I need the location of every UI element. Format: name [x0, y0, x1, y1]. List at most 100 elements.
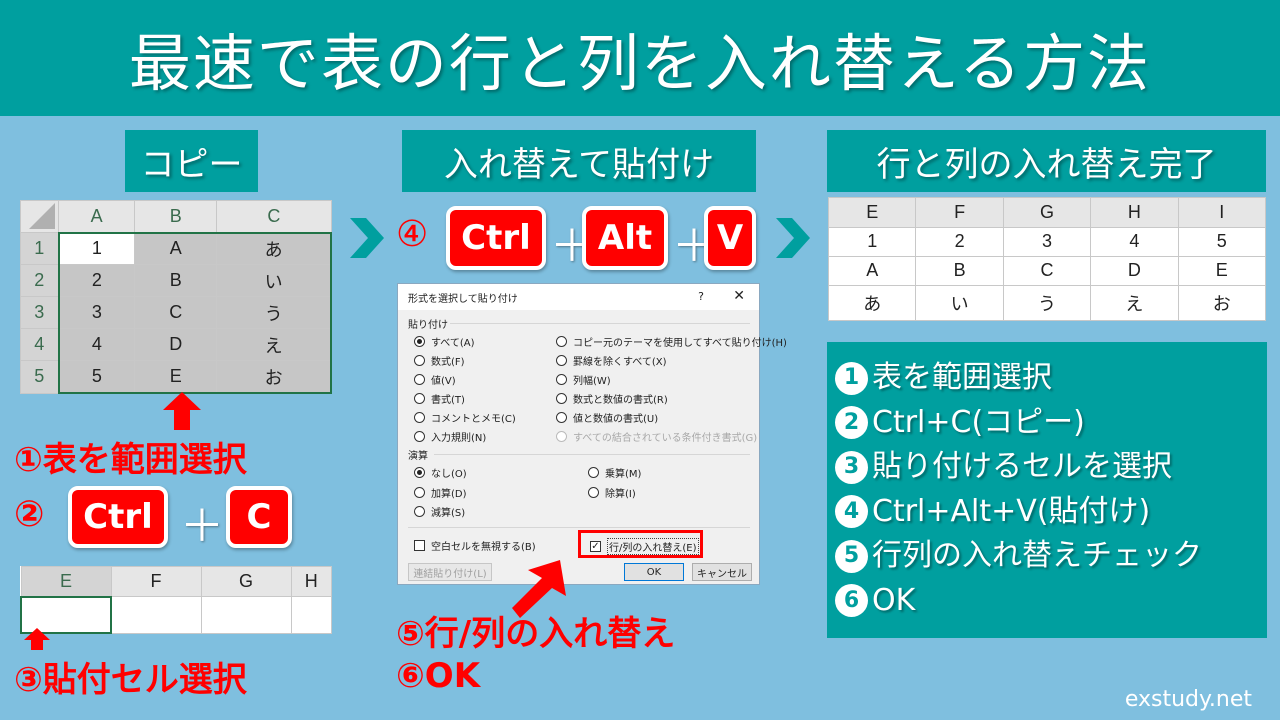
- radio-paste-all[interactable]: すべて(A): [414, 334, 475, 349]
- close-icon[interactable]: ✕: [733, 288, 745, 304]
- column-header[interactable]: B: [134, 200, 218, 233]
- ok-button[interactable]: OK: [624, 563, 684, 581]
- radio-op-multiply[interactable]: 乗算(M): [588, 465, 641, 480]
- cell[interactable]: E: [1177, 255, 1267, 286]
- cell[interactable]: 3: [57, 296, 136, 330]
- radio-paste-values[interactable]: 値(V): [414, 372, 456, 387]
- cell[interactable]: お: [216, 360, 333, 395]
- cell[interactable]: お: [1177, 284, 1267, 322]
- cell[interactable]: え: [216, 328, 333, 362]
- step6-label: ⑥OK: [396, 656, 481, 696]
- cell[interactable]: あ: [827, 284, 917, 322]
- radio-paste-formulas[interactable]: 数式(F): [414, 353, 465, 368]
- cell[interactable]: い: [915, 284, 1004, 322]
- radio-paste-source-theme[interactable]: コピー元のテーマを使用してすべて貼り付け(H): [556, 334, 787, 349]
- radio-paste-formats[interactable]: 書式(T): [414, 391, 465, 406]
- column-header[interactable]: F: [110, 566, 202, 597]
- cell[interactable]: 4: [57, 328, 136, 362]
- column-header[interactable]: G: [1002, 197, 1092, 228]
- plus-sign: ＋: [180, 501, 224, 552]
- column-header[interactable]: E: [827, 197, 917, 228]
- cell[interactable]: 5: [1177, 227, 1267, 257]
- radio-paste-merge-conditional: すべての結合されている条件付き書式(G): [556, 429, 757, 444]
- cell[interactable]: 3: [1002, 227, 1092, 257]
- cell[interactable]: D: [1090, 255, 1179, 286]
- cell[interactable]: C: [1002, 255, 1092, 286]
- cell[interactable]: E: [134, 360, 218, 395]
- step2-number: ②: [14, 494, 45, 535]
- cell[interactable]: [290, 596, 332, 634]
- radio-op-none[interactable]: なし(O): [414, 465, 467, 480]
- radio-paste-except-borders[interactable]: 罫線を除くすべて(X): [556, 353, 667, 368]
- radio-op-subtract[interactable]: 減算(S): [414, 504, 465, 519]
- cell[interactable]: あ: [216, 231, 333, 266]
- key-ctrl: Ctrl: [68, 486, 168, 548]
- cell[interactable]: B: [915, 255, 1004, 286]
- result-table: E F G H I 1 2 3 4 5 A B C D E あ い う え お: [827, 197, 1267, 322]
- cell[interactable]: A: [827, 255, 917, 286]
- section-label-copy: コピー: [125, 130, 258, 192]
- radio-paste-formulas-numbers[interactable]: 数式と数値の書式(R): [556, 391, 668, 406]
- column-header[interactable]: H: [1090, 197, 1179, 228]
- radio-paste-comments[interactable]: コメントとメモ(C): [414, 410, 516, 425]
- radio-paste-values-numbers[interactable]: 値と数値の書式(U): [556, 410, 658, 425]
- column-header[interactable]: F: [915, 197, 1004, 228]
- site-watermark: exstudy.net: [1124, 687, 1252, 712]
- page-title: 最速で表の行と列を入れ替える方法: [128, 27, 1152, 100]
- cell[interactable]: 5: [57, 360, 136, 395]
- cell[interactable]: B: [134, 264, 218, 298]
- cell[interactable]: [200, 596, 292, 634]
- skip-blanks-checkbox[interactable]: 空白セルを無視する(B): [414, 538, 536, 553]
- cell[interactable]: [110, 596, 202, 634]
- cell[interactable]: 1: [57, 231, 136, 266]
- cell[interactable]: 1: [827, 227, 917, 257]
- operation-group-label: 演算: [408, 451, 428, 462]
- cell[interactable]: え: [1090, 284, 1179, 322]
- key-v: V: [704, 206, 756, 270]
- cell[interactable]: う: [216, 296, 333, 330]
- selected-paste-cell[interactable]: [20, 595, 112, 634]
- cell[interactable]: 2: [915, 227, 1004, 257]
- step5-label: ⑤行/列の入れ替え: [396, 614, 676, 654]
- row-header[interactable]: 5: [20, 360, 59, 394]
- column-header[interactable]: A: [57, 200, 136, 233]
- row-header[interactable]: 2: [20, 264, 59, 298]
- column-header[interactable]: H: [290, 566, 332, 597]
- help-icon[interactable]: ?: [698, 290, 704, 303]
- paste-link-button: 連結貼り付け(L): [408, 563, 492, 581]
- column-header[interactable]: E: [20, 566, 112, 597]
- cell[interactable]: A: [134, 231, 218, 266]
- cancel-button[interactable]: キャンセル: [692, 563, 752, 581]
- radio-paste-column-widths[interactable]: 列幅(W): [556, 372, 611, 387]
- cell[interactable]: 4: [1090, 227, 1179, 257]
- step4-number: ④: [396, 214, 429, 255]
- row-header[interactable]: 3: [20, 296, 59, 330]
- radio-paste-validation[interactable]: 入力規則(N): [414, 429, 486, 444]
- column-header[interactable]: C: [216, 200, 332, 233]
- cell[interactable]: C: [134, 296, 218, 330]
- row-header[interactable]: 4: [20, 328, 59, 362]
- column-header[interactable]: G: [200, 566, 292, 597]
- key-ctrl: Ctrl: [446, 206, 546, 270]
- chevron-right-icon: [776, 218, 810, 258]
- cell[interactable]: 2: [57, 264, 136, 298]
- cell[interactable]: う: [1002, 284, 1092, 322]
- radio-op-divide[interactable]: 除算(I): [588, 485, 636, 500]
- row-header[interactable]: 1: [20, 231, 59, 266]
- arrow-up-icon: [163, 392, 201, 430]
- paste-group-label: 貼り付け: [408, 320, 448, 331]
- source-table: A B C 1 1 A あ 2 2 B い 3 3 C う 4 4 D え: [20, 200, 333, 395]
- column-header[interactable]: I: [1177, 197, 1267, 228]
- section-label-paste: 入れ替えて貼付け: [402, 130, 756, 192]
- cell[interactable]: D: [134, 328, 218, 362]
- select-all-corner[interactable]: [20, 200, 59, 233]
- radio-op-add[interactable]: 加算(D): [414, 485, 467, 500]
- cell[interactable]: い: [216, 264, 333, 298]
- arrow-up-small-icon: [24, 628, 50, 650]
- transpose-checkbox[interactable]: ✓行/列の入れ替え(E): [590, 538, 699, 555]
